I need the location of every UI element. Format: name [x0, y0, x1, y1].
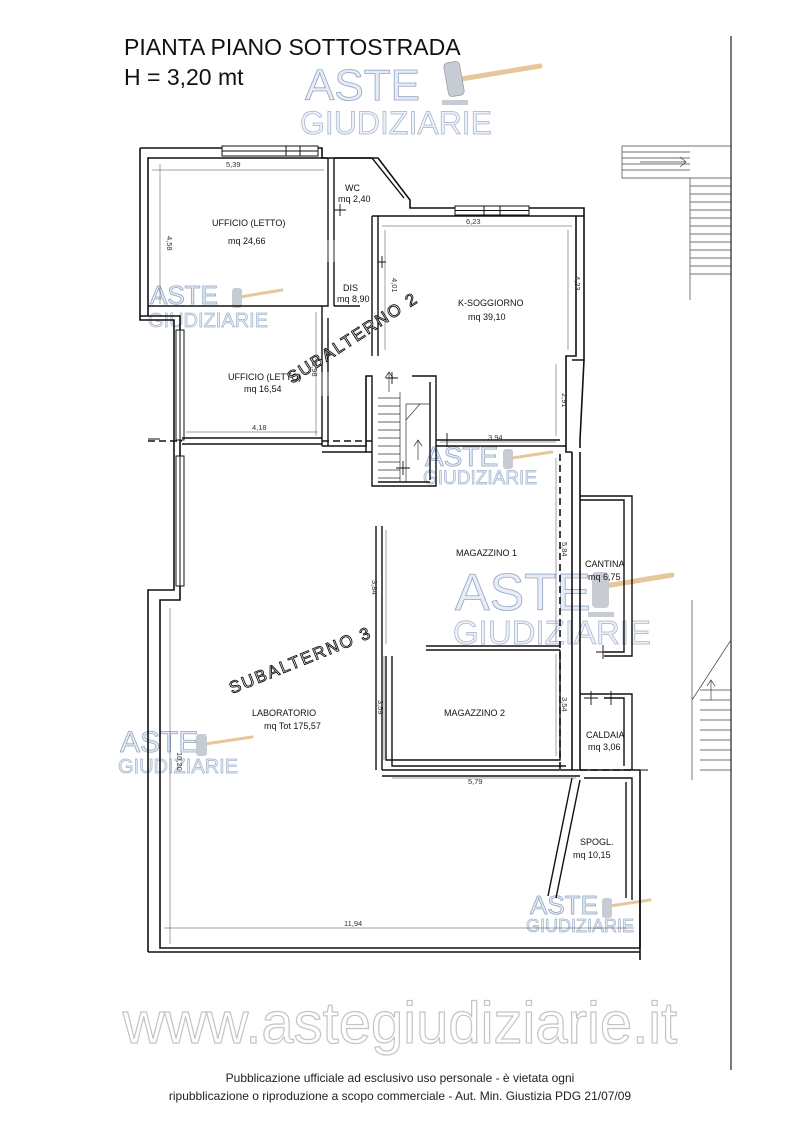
footer-line-2: ripubblicazione o riproduzione a scopo c…: [168, 1089, 632, 1103]
exterior-stair-top: [621, 145, 731, 300]
plan-title: PIANTA PIANO SOTTOSTRADA: [124, 34, 461, 60]
dim-4-01: 4,01: [390, 278, 399, 293]
room-laboratorio-area: mq Tot 175,57: [264, 721, 321, 731]
gavel-icon: [602, 898, 652, 918]
room-magazzino-1-name: MAGAZZINO 1: [456, 548, 517, 558]
dim-3-94: 3,94: [488, 433, 503, 442]
dim-2-91: 2,91: [560, 393, 569, 408]
gavel-icon: [232, 288, 284, 308]
gavel-icon: [588, 572, 675, 617]
room-caldaia-area: mq 3,06: [588, 742, 621, 752]
watermark-bottom-right: ASTE GIUDIZIARIE: [526, 890, 652, 936]
gavel-icon: [442, 61, 543, 105]
dim-10-20: 10,20: [175, 752, 184, 771]
room-spogl-name: SPOGL.: [580, 837, 614, 847]
dim-6-23: 6,23: [466, 217, 481, 226]
exterior-stair-bottom: [691, 600, 732, 780]
room-caldaia-name: CALDAIA: [586, 730, 625, 740]
svg-text:ASTE: ASTE: [455, 564, 591, 622]
room-dis-area: mq 8,90: [337, 294, 370, 304]
svg-text:ASTE: ASTE: [305, 61, 420, 110]
interior-walls: [148, 157, 640, 900]
dim-4-58: 4,58: [165, 236, 174, 251]
svg-text:ASTE: ASTE: [530, 890, 598, 920]
watermark-center: ASTE GIUDIZIARIE: [423, 441, 554, 489]
room-wc-name: WC: [345, 183, 360, 193]
room-soggiorno-area: mq 39,10: [468, 312, 506, 322]
svg-text:GIUDIZIARIE: GIUDIZIARIE: [423, 468, 537, 489]
footer-line-1: Pubblicazione ufficiale ad esclusivo uso…: [225, 1071, 575, 1085]
svg-text:GIUDIZIARIE: GIUDIZIARIE: [453, 614, 651, 651]
dim-11-94: 11,94: [344, 919, 362, 928]
door-symbols: [321, 204, 618, 705]
room-spogl-area: mq 10,15: [573, 850, 611, 860]
section-marks: [148, 438, 648, 771]
room-cantina-area: mq 6,75: [588, 572, 621, 582]
subalterno-boundary: [148, 440, 632, 771]
dim-5-39: 5,39: [226, 160, 241, 169]
gavel-icon: [196, 734, 254, 756]
room-ufficio-2-area: mq 16,54: [244, 384, 282, 394]
room-ufficio-1-area: mq 24,66: [228, 236, 266, 246]
windows: [175, 145, 530, 587]
dim-3-54: 3,54: [560, 697, 569, 712]
watermark-top: ASTE GIUDIZIARIE: [300, 61, 543, 141]
svg-text:GIUDIZIARIE: GIUDIZIARIE: [300, 105, 492, 141]
dimension-lines: [152, 164, 634, 944]
room-cantina-name: CANTINA: [585, 559, 625, 569]
dim-3-98: 3,98: [310, 362, 319, 377]
svg-text:GIUDIZIARIE: GIUDIZIARIE: [526, 916, 634, 936]
svg-text:ASTE: ASTE: [150, 280, 218, 310]
watermark-site: www.astegiudiziarie.it: [122, 990, 678, 1056]
dim-5-84: 5,84: [560, 542, 569, 557]
plan-height: H = 3,20 mt: [124, 64, 244, 90]
interior-stair: [378, 371, 430, 482]
room-soggiorno-name: K-SOGGIORNO: [458, 298, 524, 308]
room-magazzino-2-name: MAGAZZINO 2: [444, 708, 505, 718]
room-ufficio-2-name: UFFICIO (LETTO): [228, 372, 301, 382]
dim-3-84: 3,84: [370, 580, 379, 595]
svg-text:GIUDIZIARIE: GIUDIZIARIE: [148, 310, 268, 332]
gavel-icon: [503, 449, 554, 469]
room-wc-area: mq 2,40: [338, 194, 371, 204]
watermark-large: ASTE GIUDIZIARIE: [453, 564, 675, 651]
dim-4-23: 4,23: [573, 276, 582, 291]
room-dis-name: DIS: [343, 283, 358, 293]
subalterno-3-label: SUBALTERNO 3: [226, 623, 374, 698]
watermark-bottom-left: ASTE GIUDIZIARIE: [118, 726, 254, 778]
dim-5-79: 5,79: [468, 777, 483, 786]
room-laboratorio-name: LABORATORIO: [252, 708, 316, 718]
svg-text:ASTE: ASTE: [120, 726, 198, 759]
dim-3-59: 3,59: [376, 700, 385, 715]
dim-4-18: 4,18: [252, 423, 267, 432]
room-ufficio-1-name: UFFICIO (LETTO): [212, 218, 285, 228]
